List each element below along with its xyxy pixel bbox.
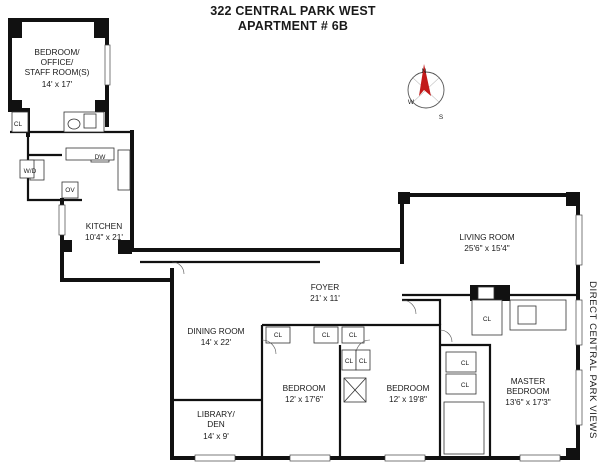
compass-south-label: S [439, 114, 444, 121]
title-apartment: APARTMENT # 6B [238, 19, 348, 33]
staff-room-dims: 14' x 17' [42, 79, 73, 89]
kitchen-walls [58, 130, 134, 282]
staff-room-line2: OFFICE/ [41, 57, 74, 67]
closet-label-3: CL [349, 332, 358, 339]
closet-label-staff: CL [14, 121, 23, 128]
dining-room-name: DINING ROOM [187, 326, 244, 336]
living-room-dims: 25'6" x 15'4" [464, 243, 510, 253]
room-bedroom2-label: BEDROOM 12' x 19'8" [387, 383, 430, 404]
foyer-dims: 21' x 11' [310, 293, 340, 303]
title-address: 322 CENTRAL PARK WEST [210, 4, 376, 18]
room-master-label: MASTER BEDROOM 13'6" x 17'3" [505, 376, 551, 407]
staff-room-line1: BEDROOM/ [34, 47, 80, 57]
kitchen-name: KITCHEN [86, 221, 122, 231]
room-foyer-label: FOYER 21' x 11' [310, 282, 340, 303]
bedroom2-dims: 12' x 19'8" [389, 394, 427, 404]
closet-label-2: CL [322, 332, 331, 339]
staff-room-line3: STAFF ROOM(S) [25, 67, 90, 77]
main-walls [68, 192, 583, 462]
closet-label-8: CL [461, 382, 470, 389]
room-dining-label: DINING ROOM 14' x 22' [187, 326, 244, 347]
kitchen-dims: 10'4" x 21' [85, 232, 123, 242]
closet-label-1: CL [274, 332, 283, 339]
bedroom1-dims: 12' x 17'6" [285, 394, 323, 404]
staff-wing-walls [8, 18, 132, 137]
compass-west-label: W [408, 99, 415, 106]
closet-label-7: CL [461, 360, 470, 367]
closet-label-4: CL [345, 358, 354, 365]
fixture-labels: CL DW W/D OV CL CL CL CL CL CL CL CL [14, 121, 492, 389]
library-line2: DEN [207, 419, 225, 429]
compass-north-label: N [422, 68, 427, 75]
room-bedroom1-label: BEDROOM 12' x 17'6" [283, 383, 326, 404]
oven-label: OV [65, 187, 75, 194]
room-library-label: LIBRARY/ DEN 14' x 9' [197, 409, 235, 441]
master-line1: MASTER [511, 376, 546, 386]
library-dims: 14' x 9' [203, 431, 229, 441]
room-kitchen-label: KITCHEN 10'4" x 21' [85, 221, 123, 242]
dishwasher-label: DW [95, 154, 107, 161]
bedroom1-name: BEDROOM [283, 383, 326, 393]
master-line2: BEDROOM [507, 386, 550, 396]
living-room-name: LIVING ROOM [459, 232, 514, 242]
central-park-views-label: DIRECT CENTRAL PARK VIEWS [587, 281, 598, 439]
closet-label-5: CL [359, 358, 368, 365]
dining-room-dims: 14' x 22' [201, 337, 232, 347]
master-dims: 13'6" x 17'3" [505, 397, 551, 407]
foyer-name: FOYER [311, 282, 340, 292]
room-living-label: LIVING ROOM 25'6" x 15'4" [459, 232, 514, 253]
library-line1: LIBRARY/ [197, 409, 235, 419]
room-staff-label: BEDROOM/ OFFICE/ STAFF ROOM(S) 14' x 17' [25, 47, 90, 89]
washer-dryer-label: W/D [24, 168, 37, 175]
bedroom2-name: BEDROOM [387, 383, 430, 393]
compass-needle [419, 64, 431, 96]
closet-label-6: CL [483, 316, 492, 323]
compass-icon: N W S [407, 64, 445, 121]
plan-title: 322 CENTRAL PARK WEST APARTMENT # 6B [210, 4, 376, 33]
